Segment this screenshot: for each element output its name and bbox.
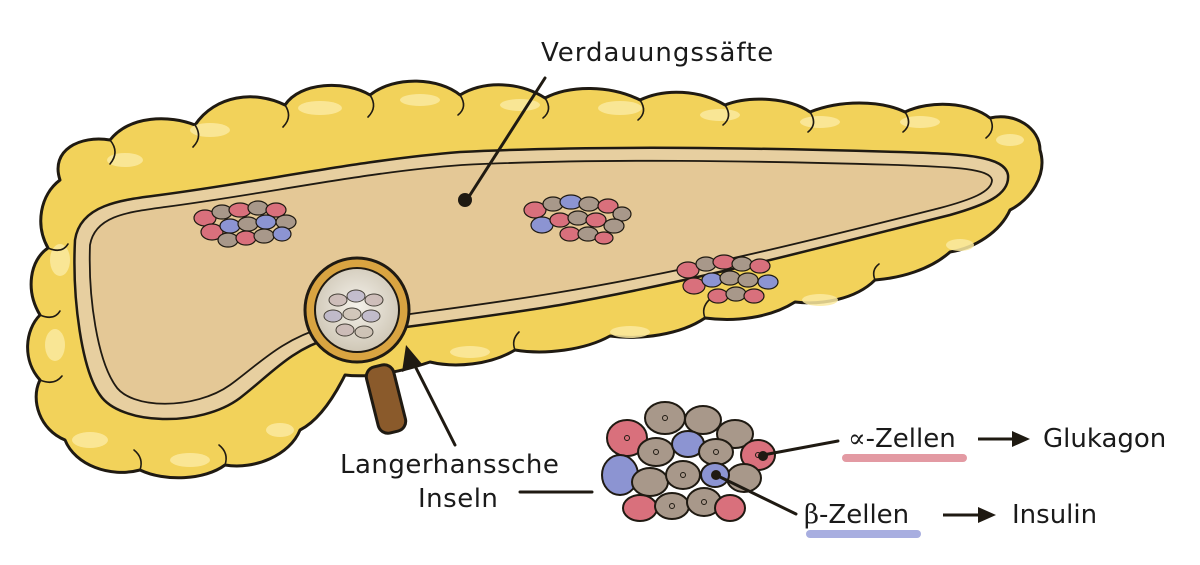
islet-cluster-3 (676, 254, 779, 304)
beta-cells-text: -Zellen (819, 500, 910, 530)
digest-leader (468, 76, 547, 197)
insulin-arrow-icon (943, 507, 996, 523)
islets-leader-arrow (410, 358, 457, 447)
alpha-cells-label: ∝-Zellen (848, 424, 956, 454)
alpha-symbol: ∝ (848, 424, 866, 454)
magnifying-glass-icon (303, 256, 411, 435)
alpha-cells-text: -Zellen (865, 424, 956, 454)
leader-lines (410, 76, 840, 516)
alpha-leader-dot (758, 451, 768, 461)
islet-detail (601, 401, 776, 522)
duct-inner-line (88, 159, 993, 405)
islet-cluster-2 (523, 194, 632, 245)
beta-cells-label: β-Zellen (804, 500, 909, 530)
digest-leader-dot (458, 193, 472, 207)
beta-leader (714, 473, 798, 516)
digestive-juices-label: Verdauungssäfte (541, 38, 775, 68)
cell-nuclei (624, 415, 761, 509)
alpha-leader (761, 439, 840, 457)
glucagon-label: Glukagon (1043, 424, 1167, 454)
beta-underline (806, 530, 921, 538)
islets-label-line-1: Langerhanssche (340, 450, 560, 480)
beta-symbol: β (804, 500, 820, 530)
alpha-underline (842, 454, 967, 462)
lobule-highlights (45, 94, 1024, 467)
insulin-label: Insulin (1012, 500, 1098, 530)
lobule-seams (39, 94, 994, 471)
islets-arrow-head (402, 345, 422, 372)
glucagon-arrow-icon (978, 431, 1030, 447)
islet-cluster-1 (193, 200, 297, 248)
islets-label-line-2: Inseln (418, 484, 499, 514)
beta-leader-dot (711, 470, 721, 480)
